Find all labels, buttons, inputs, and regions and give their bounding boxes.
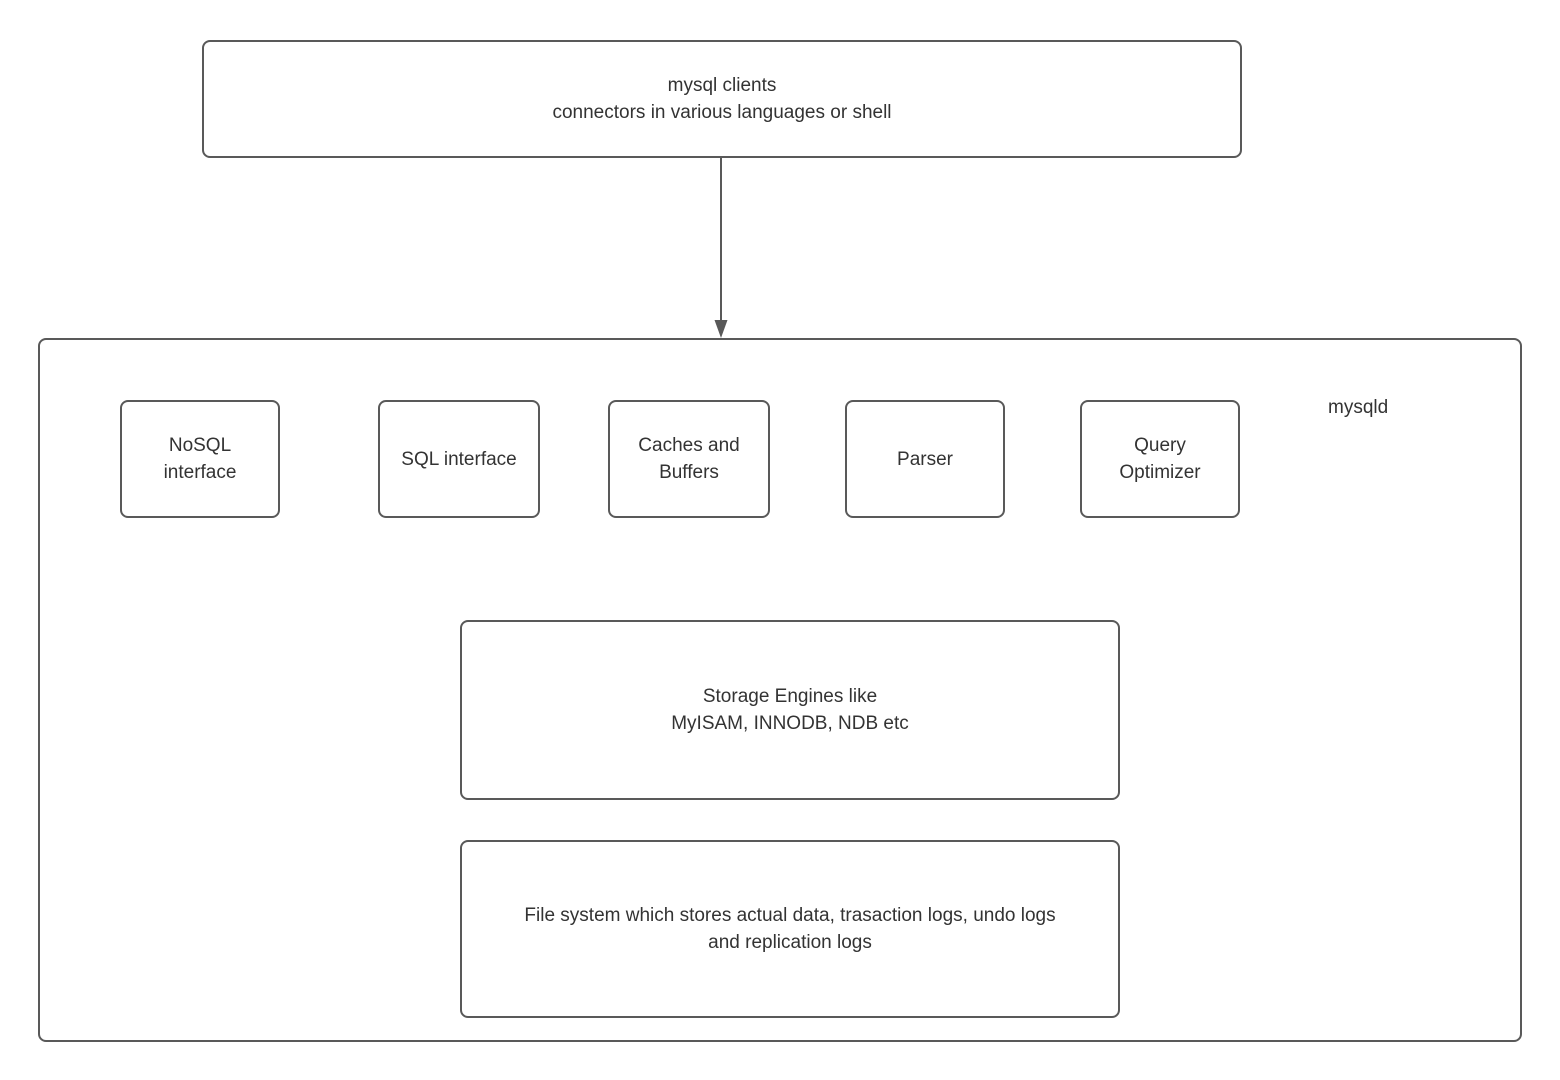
node-caches-and-buffers: Caches and Buffers — [608, 400, 770, 518]
mysqld-label: mysqld — [1328, 397, 1389, 418]
node-nosql-interface: NoSQL interface — [120, 400, 280, 518]
sql-interface-label: SQL interface — [401, 448, 517, 470]
mysql-clients-line1: mysql clients — [667, 75, 777, 96]
node-parser: Parser — [845, 400, 1005, 518]
mysql-clients-line2: connectors in various languages or shell — [552, 102, 892, 123]
node-sql-interface: SQL interface — [378, 400, 540, 518]
node-storage-engines: Storage Engines like MyISAM, INNODB, NDB… — [460, 620, 1120, 800]
node-mysql-clients: mysql clients connectors in various lang… — [202, 40, 1242, 158]
parser-label: Parser — [897, 448, 953, 470]
query-optimizer-label: Query Optimizer — [1119, 435, 1201, 483]
storage-engines-line1: Storage Engines like — [702, 686, 878, 707]
storage-engines-line2: MyISAM, INNODB, NDB etc — [671, 713, 909, 734]
caches-and-buffers-label: Caches and Buffers — [638, 435, 740, 483]
file-system-line1: File system which stores actual data, tr… — [524, 905, 1056, 926]
node-file-system: File system which stores actual data, tr… — [460, 840, 1120, 1018]
nosql-interface-label: NoSQL interface — [163, 435, 237, 483]
file-system-line2: and replication logs — [708, 932, 872, 953]
arrow-down-connector — [714, 158, 728, 338]
node-query-optimizer: Query Optimizer — [1080, 400, 1240, 518]
